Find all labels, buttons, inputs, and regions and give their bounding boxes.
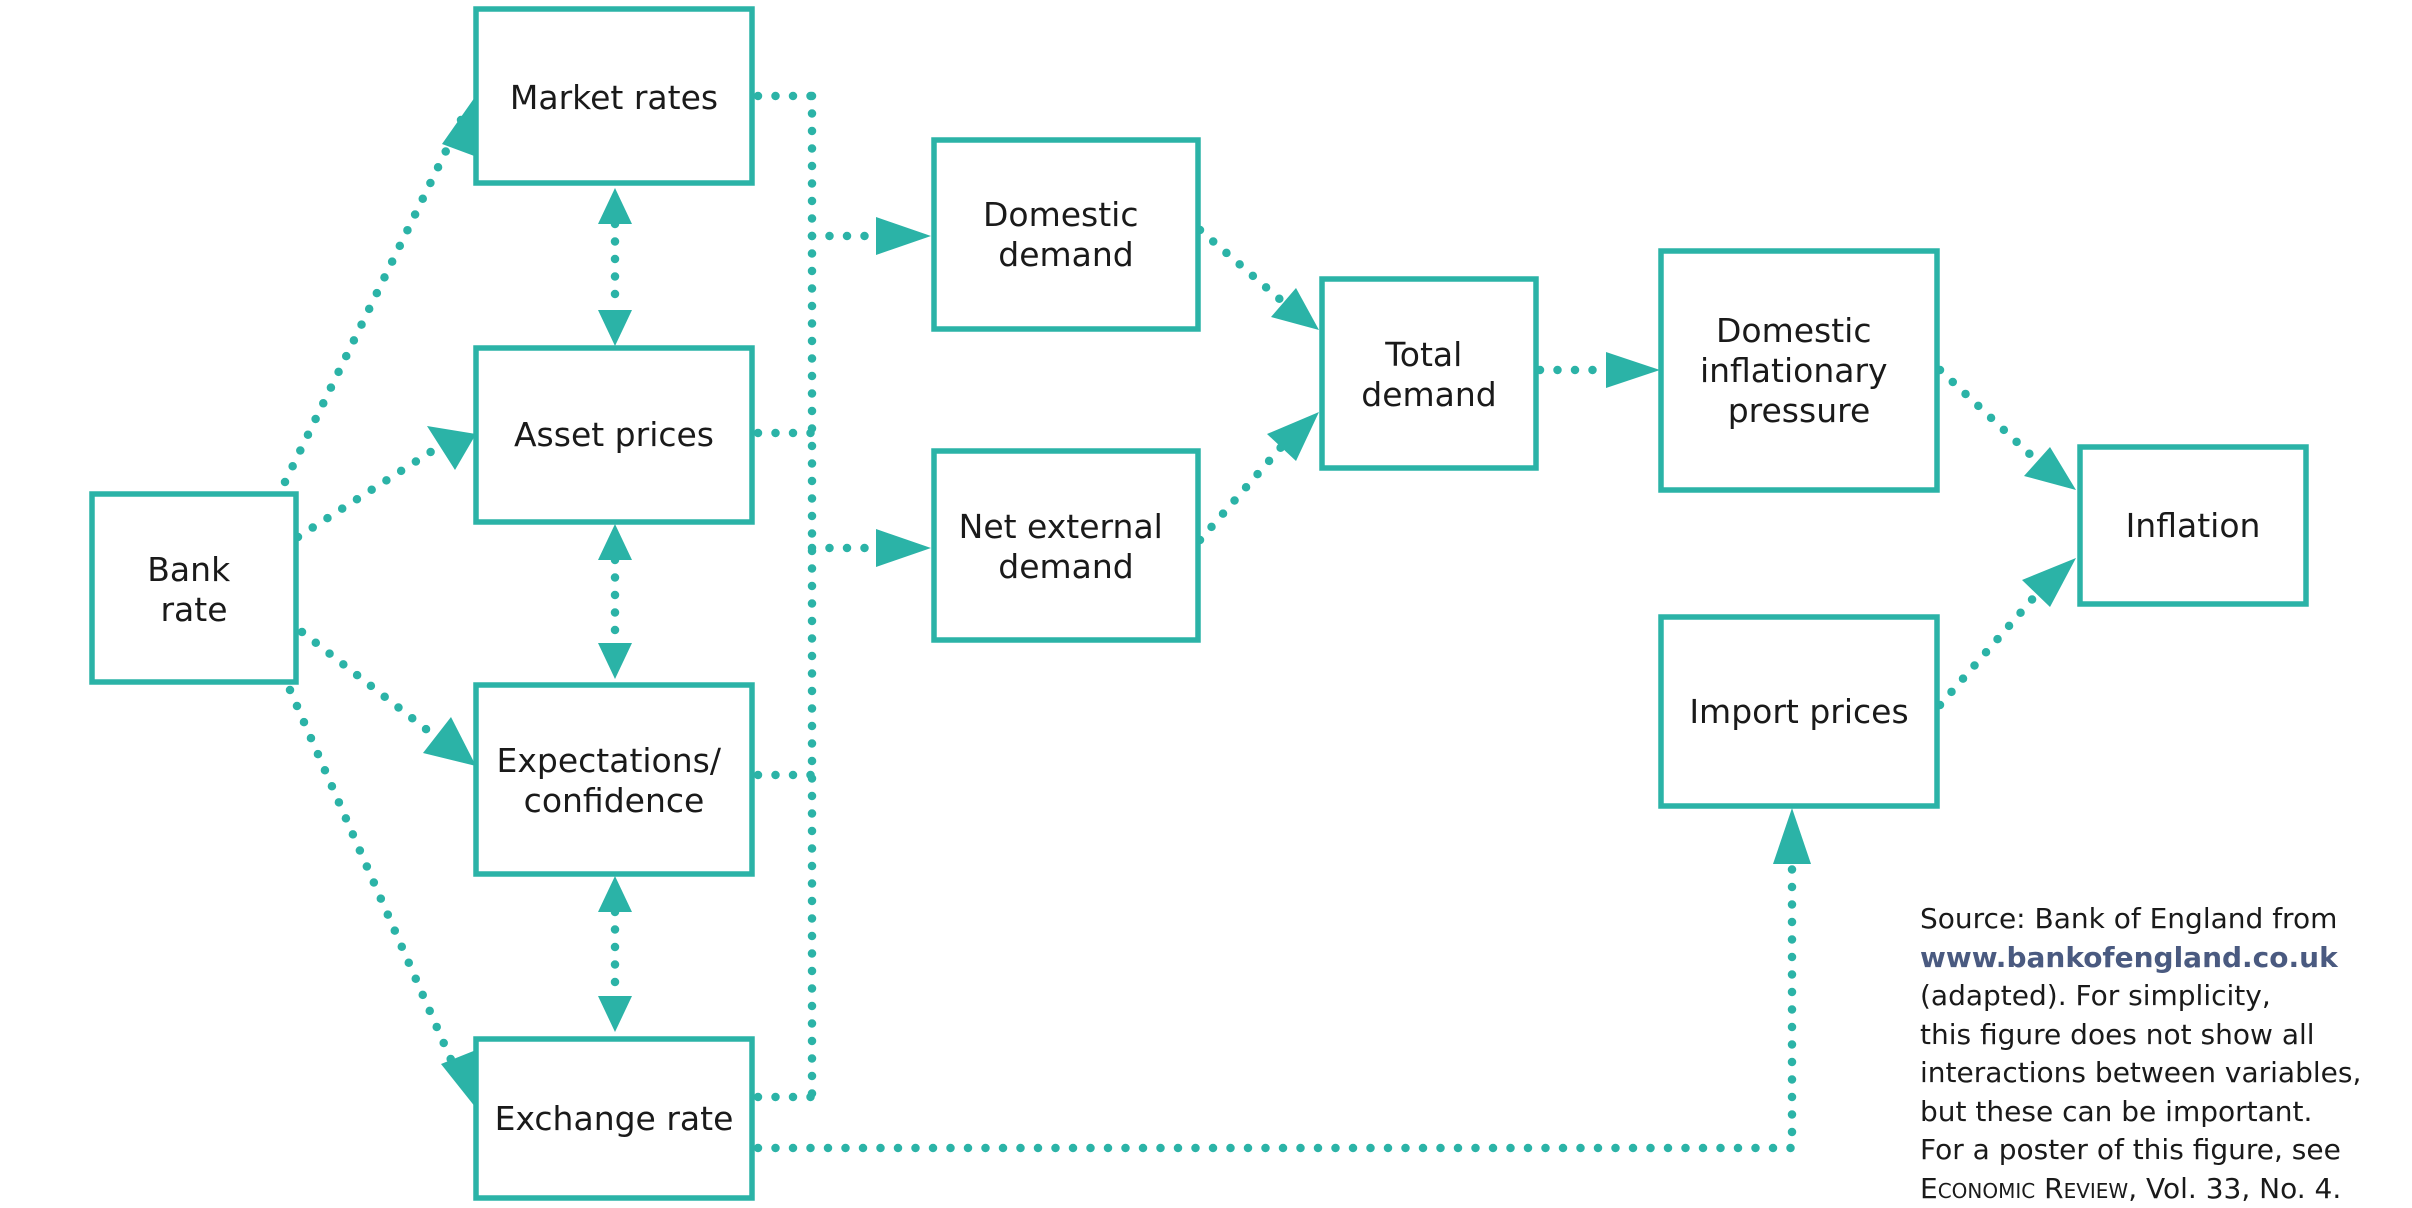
node-asset-prices: Asset prices xyxy=(473,345,755,525)
svg-text:Inflation: Inflation xyxy=(2126,506,2261,545)
arrowhead xyxy=(441,1050,476,1108)
arrowhead xyxy=(2024,447,2076,490)
node-import-prices: Import prices xyxy=(1658,614,1940,809)
node-label: Domestic xyxy=(1716,311,1872,350)
citation-details: , Vol. 33, No. 4. xyxy=(2128,1171,2342,1205)
node-label: demand xyxy=(998,547,1133,586)
node-label: Exchange rate xyxy=(495,1099,734,1138)
node-domestic-demand: Domestic demand xyxy=(931,137,1201,332)
conn-pressure-inflation xyxy=(1935,365,2041,465)
arrowhead xyxy=(2022,558,2076,607)
node-label: Inflation xyxy=(2126,506,2261,545)
node-label: Asset prices xyxy=(514,415,714,454)
source-note: Source: Bank of England from www.bankofe… xyxy=(1920,900,2400,1208)
conn-netext-total xyxy=(1195,440,1288,545)
arrowhead xyxy=(1267,412,1319,461)
svg-text:Import prices: Import prices xyxy=(1689,692,1908,731)
node-label: Import prices xyxy=(1689,692,1908,731)
svg-text:Net external demand: Net external demand xyxy=(959,507,1174,586)
node-label: demand xyxy=(1361,375,1496,414)
node-exchange-rate: Exchange rate xyxy=(473,1036,755,1201)
svg-text:Market rates: Market rates xyxy=(510,78,718,117)
arrowhead xyxy=(1606,352,1660,388)
arrowhead xyxy=(598,876,632,912)
conn-import-inflation xyxy=(1935,590,2041,710)
connectors xyxy=(280,91,2041,1153)
arrowhead xyxy=(598,188,632,224)
arrowhead xyxy=(442,97,477,157)
conn-bank-asset xyxy=(293,441,445,542)
node-label: inflationary xyxy=(1700,351,1888,390)
source-line: Source: Bank of England from xyxy=(1920,902,2338,935)
source-line: interactions between variables, xyxy=(1920,1056,2362,1089)
arrowhead xyxy=(598,310,632,346)
arrowhead xyxy=(876,217,931,255)
source-line: but these can be important. xyxy=(1920,1094,2313,1128)
arrowhead xyxy=(423,717,476,766)
journal-name: Economic Review xyxy=(1920,1171,2129,1205)
node-expectations-confidence: Expectations/ confidence xyxy=(473,682,755,877)
conn-domestic-total xyxy=(1195,225,1288,307)
source-citation: Economic Review, Vol. 33, No. 4. xyxy=(1920,1170,2400,1208)
source-line: this figure does not show all xyxy=(1920,1017,2315,1051)
arrowhead xyxy=(1271,288,1319,330)
arrowhead xyxy=(876,529,931,567)
source-link[interactable]: www.bankofengland.co.uk xyxy=(1920,940,2338,974)
conn-exchange-import xyxy=(753,855,1797,1153)
arrowheads xyxy=(423,97,2076,1108)
svg-text:Expectations/ confidence: Expectations/ confidence xyxy=(497,741,732,820)
node-domestic-inflationary-pressure: Domestic inflationary pressure xyxy=(1658,248,1940,493)
node-label: confidence xyxy=(524,781,705,820)
source-line: (adapted). For simplicity, xyxy=(1920,979,2271,1012)
svg-text:Bank rate: Bank rate xyxy=(147,550,240,629)
conn-bank-market xyxy=(280,113,467,487)
node-market-rates: Market rates xyxy=(473,6,755,186)
svg-text:Total demand: Total demand xyxy=(1361,335,1496,414)
node-label: rate xyxy=(160,590,227,629)
conn-bank-expect xyxy=(297,627,445,745)
conn-bank-exchange xyxy=(285,685,467,1090)
arrowhead xyxy=(598,524,632,560)
svg-text:Asset prices: Asset prices xyxy=(514,415,714,454)
node-label: Domestic xyxy=(983,195,1139,234)
arrowhead xyxy=(598,643,632,679)
node-label: demand xyxy=(998,235,1133,274)
node-label: Net external xyxy=(959,507,1163,546)
svg-text:Domestic demand: Domestic demand xyxy=(983,195,1149,274)
node-inflation: Inflation xyxy=(2077,444,2309,607)
node-net-external-demand: Net external demand xyxy=(931,448,1201,643)
arrowhead xyxy=(427,426,476,470)
node-label: Market rates xyxy=(510,78,718,117)
arrowhead xyxy=(1773,808,1811,864)
node-label: Expectations/ xyxy=(497,741,722,780)
node-total-demand: Total demand xyxy=(1319,276,1539,471)
svg-text:Exchange rate: Exchange rate xyxy=(495,1099,734,1138)
node-label: pressure xyxy=(1728,391,1871,430)
source-line: For a poster of this figure, see xyxy=(1920,1133,2341,1166)
svg-text:Domestic inflationary: Domestic inflationary pressure xyxy=(1700,311,1898,430)
node-label: Bank xyxy=(147,550,231,589)
node-bank-rate: Bank rate xyxy=(89,491,299,685)
arrowhead xyxy=(598,996,632,1032)
node-label: Total xyxy=(1384,335,1462,374)
